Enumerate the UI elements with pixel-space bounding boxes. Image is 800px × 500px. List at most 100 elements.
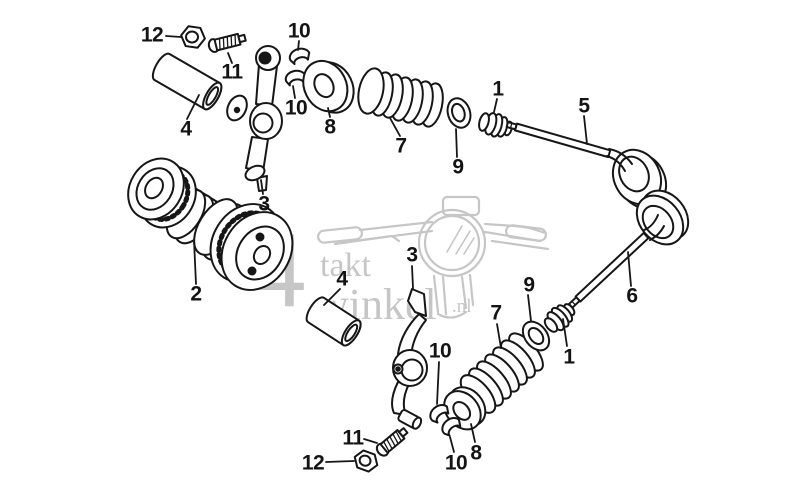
valve-cotter-top-a <box>287 45 313 66</box>
leader-3-bottom <box>411 265 414 289</box>
rocker-arm-shaft-top <box>151 52 223 111</box>
valve-adjusting-screw-bottom <box>375 427 409 457</box>
right-bearing-center-hole <box>252 245 272 265</box>
callout-valve-exhaust: 6 <box>626 284 638 308</box>
seat-hole <box>451 102 466 123</box>
callout-spring-seat-top: 9 <box>452 155 464 179</box>
callout-valve-stem-seal-bottom: 1 <box>563 345 575 369</box>
watermark-lens-glints <box>446 225 475 255</box>
callout-rocker-arm-top: 3 <box>258 192 270 216</box>
rocker-arm-shaft-bottom <box>305 296 362 347</box>
valve-adjusting-nut-top <box>180 25 206 49</box>
left-bearing-race <box>135 167 175 211</box>
callout-valve-intake: 5 <box>578 94 590 118</box>
spring-coil <box>357 67 385 115</box>
callout-valve-stem-seal-top: 1 <box>492 77 504 101</box>
leader-10-top-b <box>292 85 296 99</box>
callout-valve-spring-bottom: 7 <box>490 301 502 325</box>
leader-lines <box>165 35 632 463</box>
rocker-top-boss-hole <box>258 51 272 65</box>
shaft-bore <box>344 323 359 343</box>
right-bearing-bolt-hole <box>255 232 265 242</box>
leader-5 <box>583 115 588 145</box>
seal-cap <box>478 112 490 132</box>
callout-valve-spring-top: 7 <box>395 134 407 158</box>
screw-threads <box>383 431 402 452</box>
screw-tip <box>397 427 409 438</box>
rocker-foot-pad <box>244 164 266 182</box>
camshaft <box>127 157 294 291</box>
leader-11-top <box>227 52 233 64</box>
callout-rocker-arm-shaft-bottom: 4 <box>336 267 348 291</box>
callout-valve-cotter-bottom-b: 10 <box>444 451 468 475</box>
leader-10-bottom-a <box>436 361 440 405</box>
leader-12-top <box>165 35 182 38</box>
valve-neck-fillet <box>643 214 665 241</box>
seal-rib <box>546 311 565 332</box>
right-bearing-bolt-hole <box>247 266 257 276</box>
callout-rocker-arm-bottom: 3 <box>406 243 418 267</box>
leader-4-bottom <box>323 288 341 306</box>
leader-11-bottom <box>363 438 378 444</box>
left-bearing-bore <box>144 176 164 200</box>
leader-3-top <box>260 179 264 195</box>
watermark-brake-lever-right <box>490 239 550 251</box>
leader-2 <box>193 239 197 285</box>
rocker-foot-end <box>411 416 423 430</box>
callout-valve-adjusting-nut-top: 12 <box>140 23 164 47</box>
callout-valve-cotter-top-b: 10 <box>284 96 308 120</box>
leader-7-top <box>389 117 401 137</box>
watermark-fork-base <box>436 310 468 319</box>
valve-stem <box>514 122 612 159</box>
valve-spring-bottom <box>459 332 544 414</box>
rocker-pivot-bore <box>252 112 274 134</box>
rocker-arm-bottom <box>390 288 428 430</box>
valve-spring-top <box>357 67 444 128</box>
valve-adjusting-screw-top <box>207 32 247 53</box>
watermark-headlight-outer <box>417 208 487 278</box>
leader-7-bottom <box>496 323 502 349</box>
watermark-fork-tubes <box>432 273 475 316</box>
valve-stem-seal-bottom <box>543 303 576 333</box>
valve-tip-groove <box>571 300 576 306</box>
rocker-side-lug-hole <box>233 106 241 114</box>
leader-1-top <box>493 98 498 113</box>
watermark-word-takt: takt <box>320 247 372 284</box>
callout-valve-adjusting-screw-top: 11 <box>221 60 243 84</box>
valve-adjusting-nut-bottom <box>353 449 379 473</box>
watermark-motorcycle-sketch <box>316 195 550 319</box>
callout-valve-adjusting-screw-bottom: 11 <box>342 426 364 450</box>
rocker-adjuster-hole <box>395 366 401 372</box>
callout-rocker-arm-shaft-top: 4 <box>180 117 192 141</box>
valve-exhaust <box>567 189 690 309</box>
spring-retainer-top <box>302 59 355 114</box>
leader-6 <box>627 251 632 287</box>
leader-9-bottom <box>527 294 532 322</box>
watermark-speedometer <box>441 195 481 217</box>
leader-1-bottom <box>562 318 568 347</box>
spring-seat-top <box>446 97 472 129</box>
watermark-right-grip <box>505 224 547 242</box>
retainer-hole <box>313 73 335 99</box>
leader-8-top <box>327 107 331 118</box>
leader-4-top <box>186 94 200 120</box>
valve-neck-fillet <box>606 148 633 172</box>
screw-threads <box>218 34 237 50</box>
screw-tip <box>237 33 247 44</box>
leader-10-bottom-b <box>449 436 455 453</box>
callout-spring-retainer-bottom: 8 <box>470 441 482 465</box>
seal-rib <box>556 304 574 323</box>
seal-cap <box>543 317 559 333</box>
nut-bore <box>358 454 372 467</box>
leader-9-top <box>455 128 458 158</box>
spring-seat-bottom <box>521 320 551 352</box>
valve-head-face <box>641 204 675 240</box>
leader-10-top-a <box>297 40 300 51</box>
nut-bore <box>185 30 199 44</box>
callout-valve-cotter-top-a: 10 <box>287 19 311 43</box>
callout-spring-seat-bottom: 9 <box>523 273 535 297</box>
callout-camshaft: 2 <box>190 282 202 306</box>
watermark-brake-lever-left <box>333 234 401 246</box>
